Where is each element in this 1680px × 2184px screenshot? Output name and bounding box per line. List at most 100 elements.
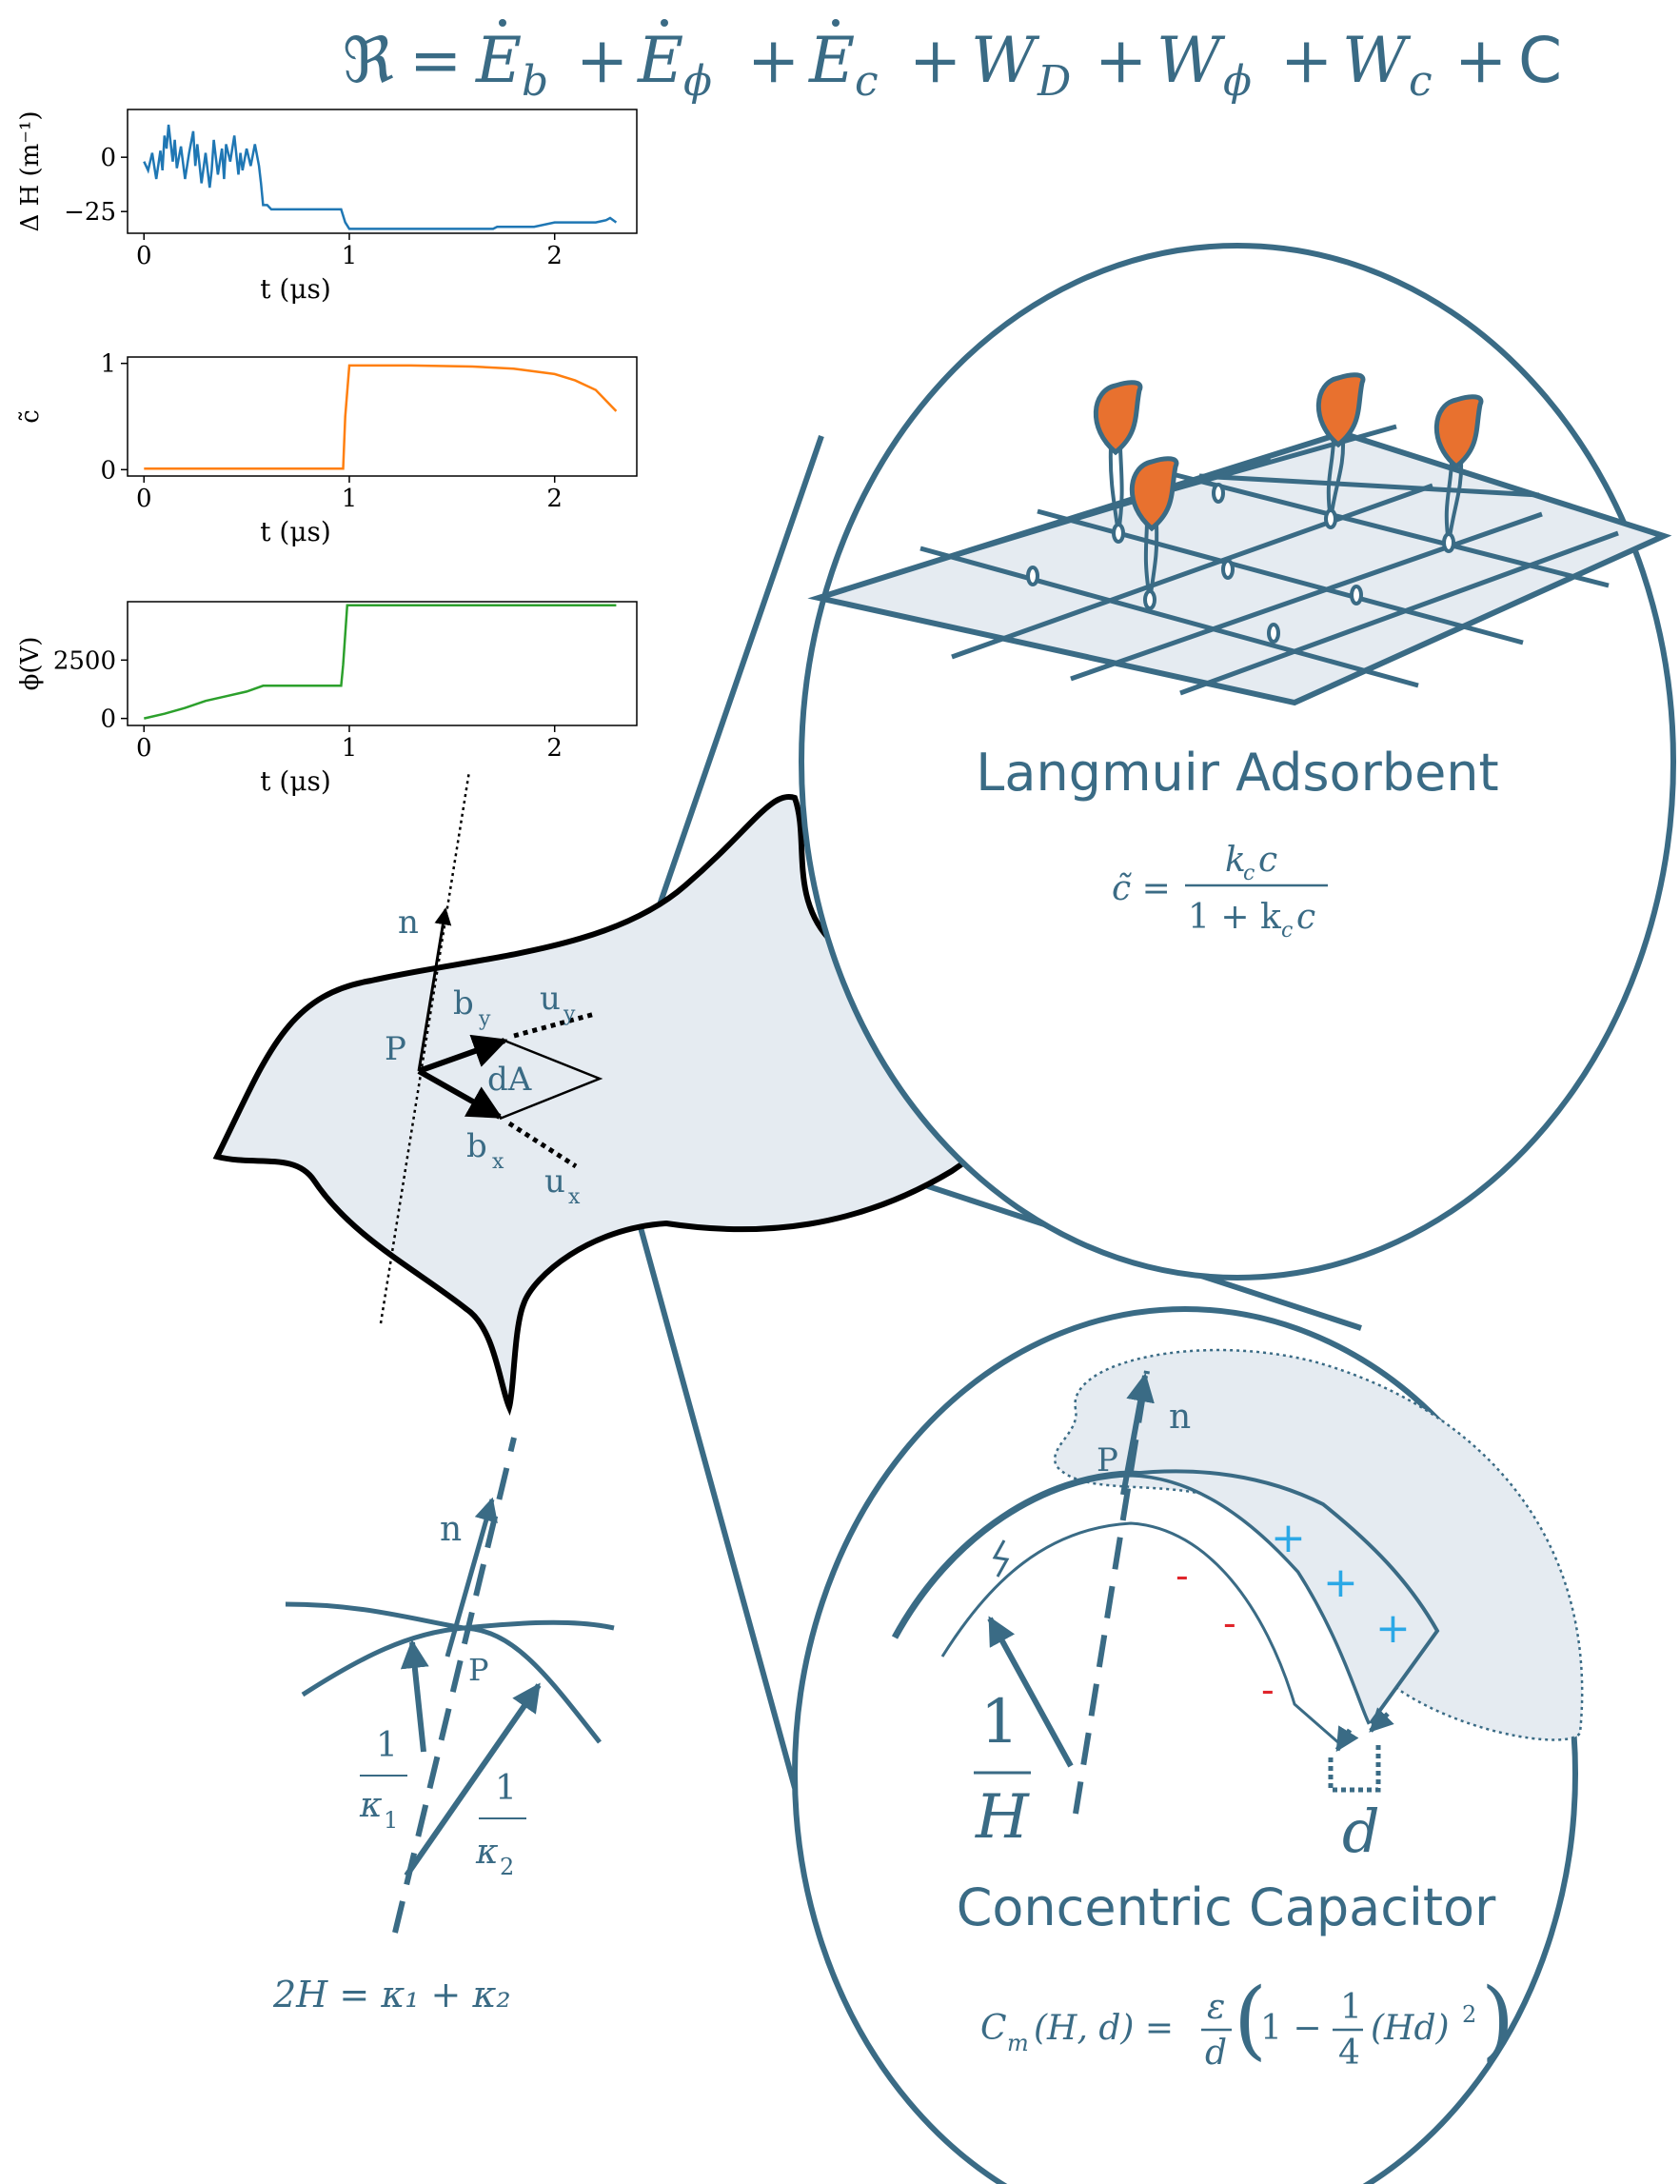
- langmuir-inset: Langmuir Adsorbent c̃ = k c c 1 + k c c: [799, 243, 1676, 1281]
- capacitor-charges: + + + - - -: [1176, 1514, 1411, 1711]
- svg-text:+: +: [1271, 1514, 1306, 1562]
- adsorbate-droplet: [1093, 380, 1143, 544]
- svg-text:1 −: 1 −: [1260, 2009, 1322, 2048]
- x-axis-label: t (μs): [260, 765, 331, 797]
- surface-label-P: P: [385, 1030, 406, 1068]
- svg-text:+: +: [1454, 24, 1507, 97]
- y-axis-label: Δ H (m⁻¹): [16, 110, 45, 231]
- y-tick-label: 2500: [53, 646, 116, 675]
- eq-lhs: ℜ: [343, 24, 394, 97]
- svg-text:(: (: [1234, 1970, 1267, 2070]
- y-tick-label: 0: [100, 144, 116, 172]
- surface-label-n: n: [398, 903, 419, 942]
- adsorbate-droplet: [1433, 394, 1484, 553]
- svg-text:c: c: [1409, 57, 1433, 106]
- curvature-label-n: n: [440, 1510, 462, 1549]
- series-line: [143, 124, 618, 230]
- eq-term-WD: W: [971, 24, 1040, 97]
- svg-text:ϕ: ϕ: [1223, 57, 1252, 106]
- y-axis-label: ϕ(V): [16, 637, 45, 691]
- langmuir-title: Langmuir Adsorbent: [976, 743, 1498, 803]
- capacitor-label-1-over-H-den: H: [975, 1782, 1030, 1853]
- svg-text:c: c: [1258, 841, 1277, 880]
- x-tick-label: 0: [136, 485, 152, 513]
- svg-text:(Hd): (Hd): [1371, 2009, 1450, 2048]
- svg-text:(H, d) =: (H, d) =: [1034, 2009, 1174, 2048]
- svg-text:k: k: [1225, 841, 1246, 880]
- eq-term-Ec: E: [808, 24, 855, 97]
- svg-text:4: 4: [1338, 2034, 1360, 2073]
- x-tick-label: 2: [546, 485, 563, 513]
- surface-label-dA: dA: [487, 1061, 532, 1099]
- svg-text:+: +: [747, 24, 800, 97]
- x-tick-label: 1: [342, 242, 358, 270]
- eq-term-Ephi: E: [637, 24, 683, 97]
- eq-equals: =: [409, 24, 462, 97]
- capacitor-label-1-over-H-num: 1: [980, 1687, 1019, 1757]
- series-line: [144, 604, 617, 720]
- svg-text:y: y: [563, 1003, 576, 1026]
- curvature-label-P: P: [468, 1652, 489, 1688]
- adsorbate-droplet: [1129, 456, 1179, 610]
- svg-text:+: +: [576, 24, 628, 97]
- x-tick-label: 2: [546, 734, 563, 763]
- svg-text:m: m: [1007, 2030, 1029, 2056]
- capacitor-title: Concentric Capacitor: [957, 1877, 1496, 1937]
- svg-text:1 + k: 1 + k: [1188, 898, 1282, 937]
- curvature-sketch: n P 1 κ 1 1 κ 2 2H = κ₁ + κ₂: [272, 1437, 615, 2015]
- surface-label-ux: u: [544, 1162, 565, 1201]
- surface-label-by: b: [453, 984, 474, 1023]
- svg-text:c: c: [855, 57, 879, 106]
- svg-text:ε: ε: [1207, 1988, 1225, 2027]
- svg-text:ϕ: ϕ: [683, 57, 712, 106]
- chart-frame: [127, 356, 638, 477]
- svg-text:x: x: [568, 1185, 581, 1209]
- y-tick-label: 1: [100, 350, 116, 379]
- surface-label-uy: u: [540, 980, 561, 1018]
- svg-text:c̃ =: c̃ =: [1112, 869, 1171, 908]
- x-axis-label: t (μs): [260, 516, 331, 547]
- svg-text:b: b: [522, 57, 548, 106]
- svg-text:c: c: [1281, 919, 1293, 943]
- adsorbate-droplet: [1315, 372, 1366, 529]
- x-tick-label: 1: [342, 734, 358, 763]
- y-tick-label: 0: [100, 705, 116, 734]
- surface-label-bx: b: [466, 1127, 487, 1165]
- svg-text:-: -: [1223, 1602, 1236, 1644]
- eq-term-Wc: W: [1342, 24, 1412, 97]
- capacitor-equation: C m (H, d) = ε d ( 1 − 1 4 (Hd) 2 ): [980, 1970, 1514, 2073]
- x-axis-label: t (μs): [260, 273, 331, 305]
- svg-text:c: c: [1243, 862, 1255, 885]
- curvature-k2-den: κ: [475, 1833, 499, 1872]
- chart-3: 0 1 2 0 2500 t (μs) ϕ(V): [16, 601, 638, 797]
- capacitor-label-n: n: [1169, 1398, 1191, 1437]
- capacitor-label-P: P: [1097, 1441, 1118, 1479]
- curvature-k1-den: κ: [359, 1786, 383, 1825]
- svg-text:+: +: [909, 24, 961, 97]
- energy-equation: ℜ = E b + E ϕ + E c + W D + W ϕ + W c + …: [343, 19, 1562, 106]
- series-line: [144, 364, 618, 470]
- svg-text:c: c: [1296, 898, 1315, 937]
- svg-text:y: y: [478, 1007, 491, 1031]
- svg-text:x: x: [492, 1150, 504, 1174]
- y-axis-label: c̃: [16, 409, 45, 424]
- capacitor-label-d: d: [1342, 1797, 1380, 1866]
- adsorbed-molecules: [1093, 372, 1484, 610]
- svg-text:d: d: [1205, 2034, 1227, 2073]
- svg-text:1: 1: [384, 1807, 398, 1834]
- svg-text:C: C: [980, 2009, 1007, 2048]
- y-tick-label: 0: [100, 456, 116, 485]
- x-tick-label: 0: [136, 242, 152, 270]
- svg-text:+: +: [1375, 1604, 1411, 1653]
- chart-frame: [127, 601, 638, 726]
- svg-text:+: +: [1280, 24, 1333, 97]
- curvature-equation: 2H = κ₁ + κ₂: [272, 1974, 511, 2015]
- svg-text:D: D: [1037, 57, 1071, 106]
- curvature-k2-num: 1: [495, 1769, 517, 1808]
- x-tick-label: 0: [136, 734, 152, 763]
- svg-text:): ): [1481, 1970, 1514, 2070]
- svg-text:2: 2: [500, 1854, 514, 1880]
